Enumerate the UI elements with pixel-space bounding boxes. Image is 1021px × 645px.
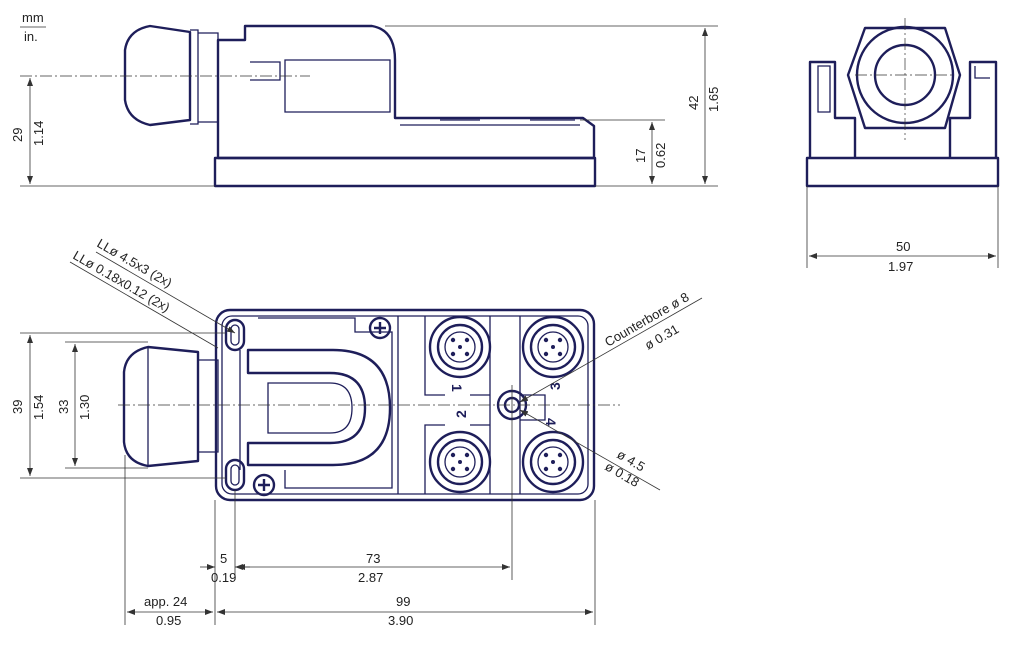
ground-screw-top	[368, 316, 392, 340]
side-height-base-in: 0.62	[653, 143, 668, 168]
units-legend: mm in.	[20, 10, 46, 44]
end-width-in: 1.97	[888, 259, 913, 274]
unit-in: in.	[24, 29, 38, 44]
end-width-mm: 50	[896, 239, 910, 254]
unit-mm: mm	[22, 10, 44, 25]
side-housing	[216, 24, 596, 160]
side-height-total-in: 1.65	[706, 87, 721, 112]
side-height-axis-mm: 29	[10, 128, 25, 142]
port-connector-1	[428, 315, 492, 379]
side-height-total-mm: 42	[686, 96, 701, 110]
top-height-total-mm: 39	[10, 400, 25, 414]
top-height-total-in: 1.54	[31, 395, 46, 420]
side-view: 42 1.65 17 0.62 29 1.14	[10, 24, 721, 188]
end-view: 50 1.97	[805, 18, 1000, 274]
length-total-in: 3.90	[388, 613, 413, 628]
port-number-1: 1	[449, 384, 465, 392]
side-cable-gland	[123, 24, 192, 127]
top-height-inner-in: 1.30	[77, 395, 92, 420]
top-height-inner-mm: 33	[56, 400, 71, 414]
port-number-2: 2	[453, 410, 469, 418]
top-u-bracket	[246, 348, 392, 467]
ground-screw-bottom	[252, 473, 276, 497]
port-connector-2	[428, 430, 492, 494]
side-base	[213, 156, 597, 188]
gland-length-in: 0.95	[156, 613, 181, 628]
side-height-axis-in: 1.14	[31, 121, 46, 146]
port-connector-4	[521, 430, 585, 494]
length-total-mm: 99	[396, 594, 410, 609]
offset-hole-in: 0.19	[211, 570, 236, 585]
offset-hole-mm: 5	[220, 551, 227, 566]
mount-hole-top	[224, 318, 246, 352]
top-view: 1 2 3 4 LLø 4.5x3 (2x) LLø 0.18x0.12 (2x…	[10, 236, 703, 628]
hole-spacing-in: 2.87	[358, 570, 383, 585]
end-base	[805, 156, 1000, 188]
port-connector-3	[521, 315, 585, 379]
port-number-3: 3	[547, 382, 563, 390]
hole-spacing-mm: 73	[366, 551, 380, 566]
top-cable-gland	[122, 345, 200, 468]
side-height-base-mm: 17	[633, 149, 648, 163]
end-gland-hex	[846, 26, 962, 130]
port-number-4: 4	[543, 418, 559, 426]
gland-length-mm: app. 24	[144, 594, 187, 609]
